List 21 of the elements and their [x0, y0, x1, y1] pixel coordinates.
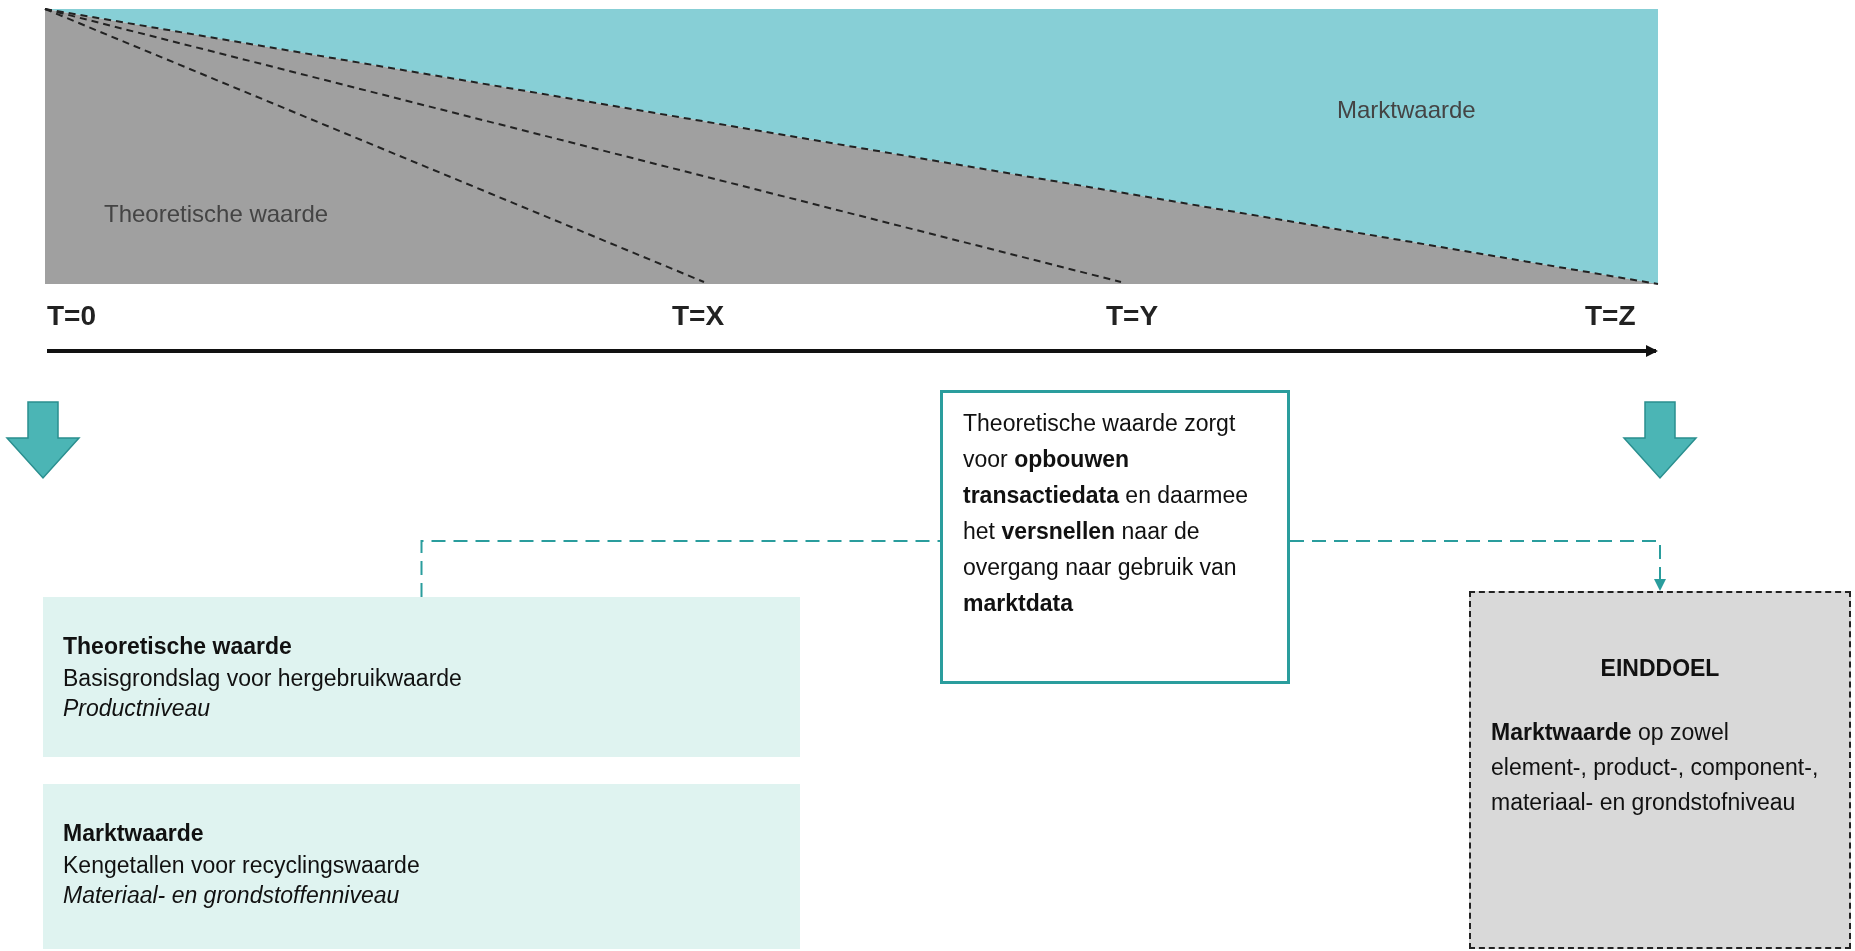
panel-text: Productniveau [63, 694, 212, 723]
panel-text: Marktwaarde op zowel element-, product-, component-, materiaal- en grondstofniveau [1491, 718, 1820, 817]
info-panel [43, 784, 800, 949]
connector [1289, 540, 1666, 591]
connector [420, 540, 941, 598]
goal-box [1469, 591, 1851, 949]
time-label: T=X [672, 300, 725, 332]
time-label: T=Z [1585, 300, 1636, 332]
time-label: T=Y [1106, 300, 1159, 332]
panel-heading: Marktwaarde [63, 819, 205, 848]
info-panel [43, 597, 800, 757]
note-box [940, 390, 1290, 684]
panel-heading: EINDDOEL [1599, 654, 1721, 683]
panel-text: Materiaal- en grondstoffenniveau [63, 881, 401, 910]
panel-text: Basisgrondslag voor hergebruikwaarde [63, 664, 463, 693]
area-label: Marktwaarde [1337, 96, 1476, 124]
area-label: Theoretische waarde [104, 200, 329, 228]
panel-text: Theoretische waarde zorgt voor opbouwen transactiedata en daarmee het versnellen naar de overgang naar gebruik van marktdata [963, 409, 1250, 618]
time-label: T=0 [47, 300, 97, 332]
panel-text: Kengetallen voor recyclingswaarde [63, 851, 421, 880]
panel-heading: Theoretische waarde [63, 632, 293, 661]
